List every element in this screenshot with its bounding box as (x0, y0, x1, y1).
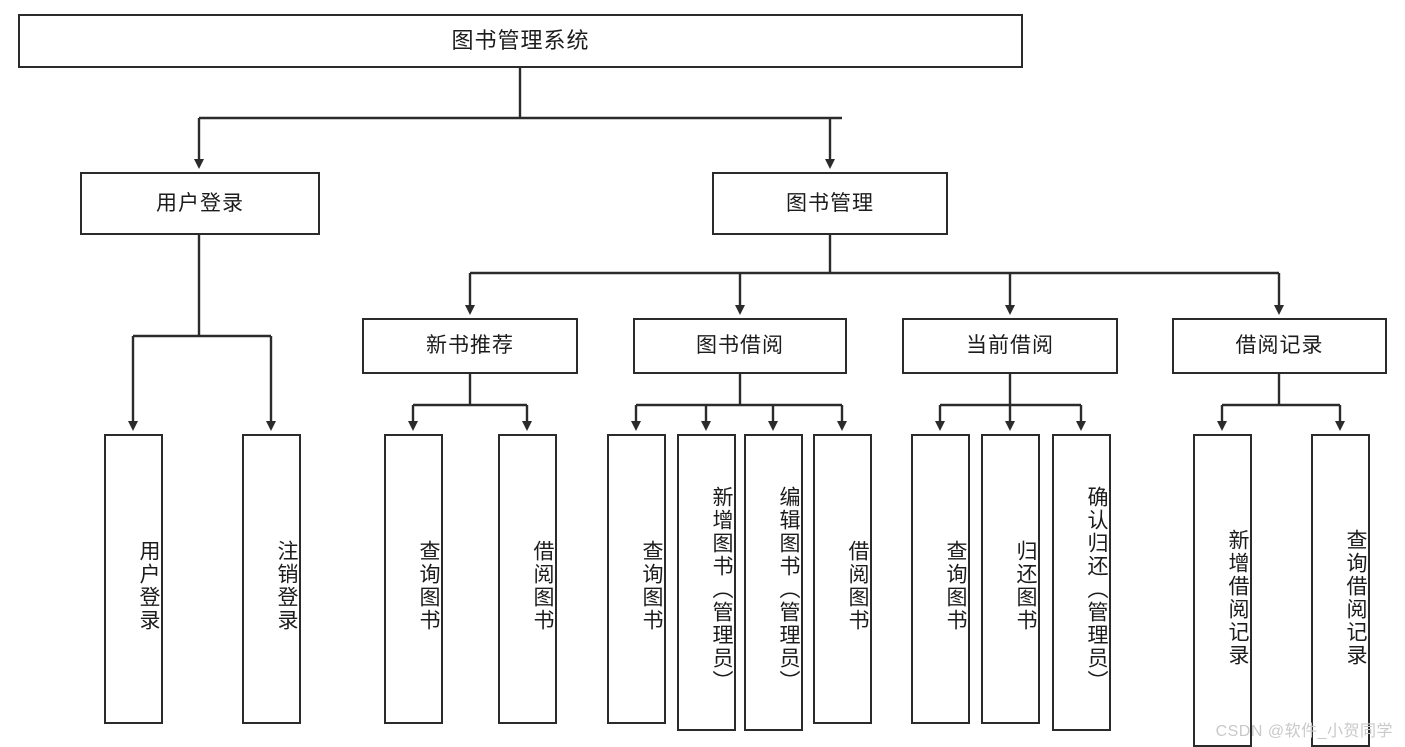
node-user-login-label: 用户登录 (156, 191, 244, 215)
node-leaf-edit-book-label: 编辑图书（管理员） (777, 486, 800, 693)
node-leaf-add-book-label: 新增图书（管理员） (710, 486, 733, 693)
node-leaf-borrow-book-2-label: 借阅图书 (846, 540, 869, 632)
node-root-system[interactable]: 图书管理系统 (18, 14, 1023, 68)
node-book-borrow-label: 图书借阅 (696, 334, 784, 358)
node-leaf-query-book-2[interactable]: 查询图书 (607, 434, 666, 724)
node-leaf-add-book[interactable]: 新增图书（管理员） (677, 434, 736, 731)
node-leaf-logout-login[interactable]: 注销登录 (242, 434, 301, 724)
node-new-book-recommend[interactable]: 新书推荐 (362, 318, 578, 374)
node-leaf-query-book-1-label: 查询图书 (417, 540, 440, 632)
node-borrow-record-label: 借阅记录 (1235, 334, 1324, 358)
node-leaf-borrow-book-1-label: 借阅图书 (531, 540, 554, 632)
node-root-system-label: 图书管理系统 (451, 27, 590, 53)
node-current-borrow-label: 当前借阅 (966, 334, 1054, 358)
node-leaf-edit-book[interactable]: 编辑图书（管理员） (744, 434, 803, 731)
csdn-watermark: CSDN @软件_小贺同学 (1215, 723, 1393, 740)
node-leaf-borrow-book-1[interactable]: 借阅图书 (498, 434, 557, 724)
node-leaf-query-book-3-label: 查询图书 (944, 540, 967, 632)
node-leaf-user-login[interactable]: 用户登录 (104, 434, 163, 724)
node-book-manage-label: 图书管理 (786, 191, 874, 215)
node-leaf-add-record-label: 新增借阅记录 (1226, 528, 1249, 667)
node-borrow-record[interactable]: 借阅记录 (1172, 318, 1387, 374)
node-new-book-recommend-label: 新书推荐 (426, 334, 514, 358)
node-leaf-confirm-return-label: 确认归还（管理员） (1085, 486, 1108, 693)
node-leaf-return-book[interactable]: 归还图书 (981, 434, 1040, 724)
node-leaf-return-book-label: 归还图书 (1014, 540, 1037, 632)
node-leaf-borrow-book-2[interactable]: 借阅图书 (813, 434, 872, 724)
node-leaf-query-record-label: 查询借阅记录 (1344, 528, 1367, 667)
node-leaf-query-book-2-label: 查询图书 (640, 540, 663, 632)
node-book-manage[interactable]: 图书管理 (712, 172, 948, 235)
node-book-borrow[interactable]: 图书借阅 (633, 318, 847, 374)
node-user-login[interactable]: 用户登录 (80, 172, 320, 235)
node-current-borrow[interactable]: 当前借阅 (902, 318, 1118, 374)
node-leaf-query-record[interactable]: 查询借阅记录 (1311, 434, 1370, 747)
node-leaf-query-book-1[interactable]: 查询图书 (384, 434, 443, 724)
node-leaf-confirm-return[interactable]: 确认归还（管理员） (1052, 434, 1111, 731)
node-leaf-query-book-3[interactable]: 查询图书 (911, 434, 970, 724)
node-leaf-logout-login-label: 注销登录 (275, 540, 298, 632)
node-leaf-user-login-label: 用户登录 (137, 540, 160, 632)
node-leaf-add-record[interactable]: 新增借阅记录 (1193, 434, 1252, 747)
